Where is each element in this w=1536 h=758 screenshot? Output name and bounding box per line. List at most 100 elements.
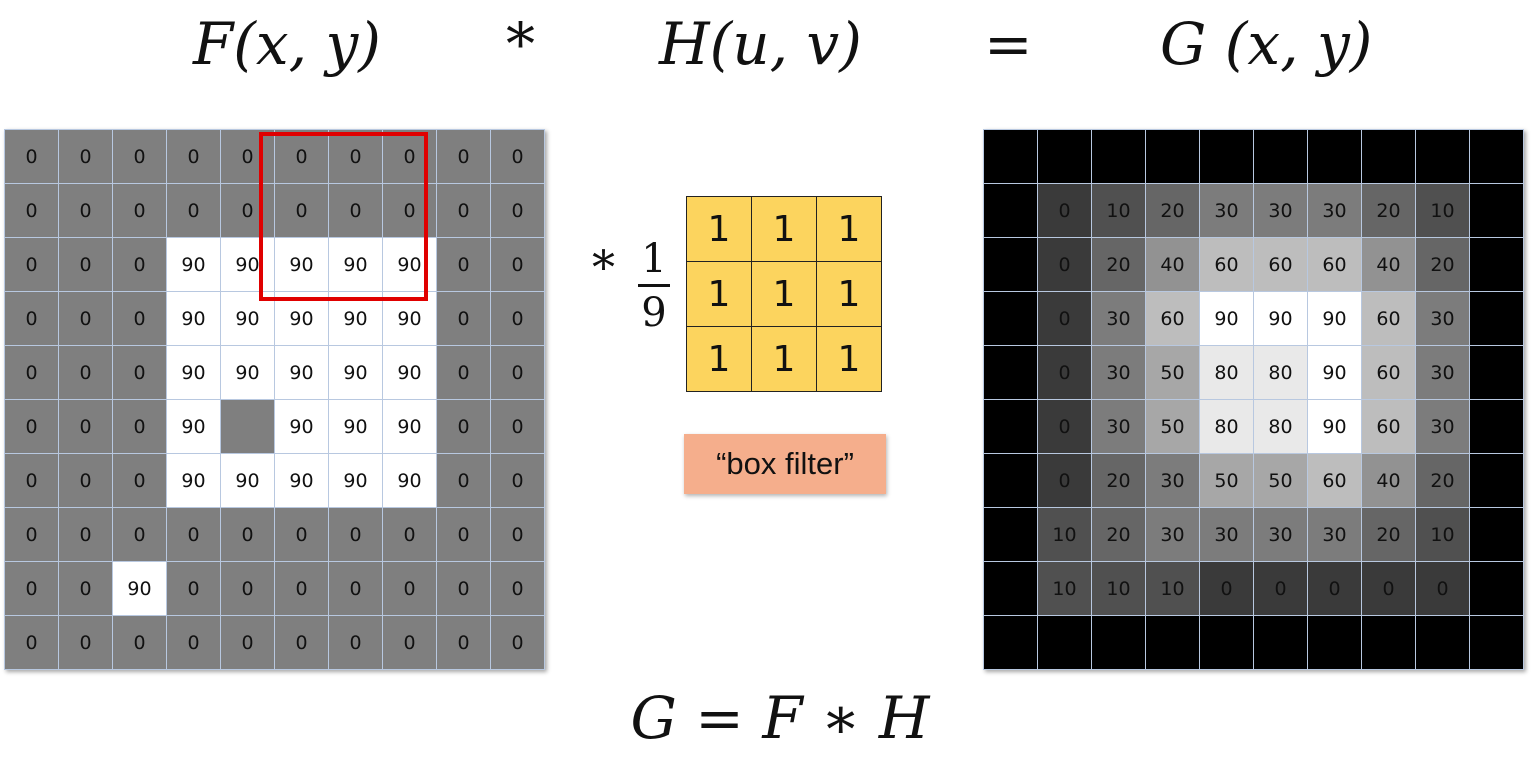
grid-cell xyxy=(221,400,275,454)
grid-cell: 0 xyxy=(1308,562,1362,616)
grid-cell: 0 xyxy=(113,238,167,292)
grid-cell: 90 xyxy=(221,454,275,508)
grid-cell: 30 xyxy=(1416,400,1470,454)
kernel-cell: 1 xyxy=(752,262,817,327)
grid-cell: 90 xyxy=(221,292,275,346)
grid-cell: 30 xyxy=(1092,400,1146,454)
grid-cell: 0 xyxy=(5,562,59,616)
grid-cell: 0 xyxy=(5,454,59,508)
grid-cell: 90 xyxy=(329,454,383,508)
grid-cell: 80 xyxy=(1200,346,1254,400)
grid-cell xyxy=(1470,130,1524,184)
grid-cell: 90 xyxy=(383,454,437,508)
grid-cell: 0 xyxy=(329,616,383,670)
grid-cell: 0 xyxy=(437,616,491,670)
grid-cell xyxy=(1092,130,1146,184)
grid-cell: 0 xyxy=(329,184,383,238)
grid-cell xyxy=(1470,292,1524,346)
grid-cell: 40 xyxy=(1362,238,1416,292)
grid-cell: 0 xyxy=(491,400,545,454)
grid-cell xyxy=(1038,616,1092,670)
grid-cell: 80 xyxy=(1254,400,1308,454)
grid-cell: 60 xyxy=(1200,238,1254,292)
grid-cell: 0 xyxy=(221,562,275,616)
grid-cell: 0 xyxy=(275,508,329,562)
grid-cell: 0 xyxy=(383,184,437,238)
grid-cell: 20 xyxy=(1416,454,1470,508)
grid-cell: 0 xyxy=(275,184,329,238)
grid-cell: 60 xyxy=(1146,292,1200,346)
grid-cell: 0 xyxy=(491,292,545,346)
grid-cell: 0 xyxy=(59,562,113,616)
grid-cell: 0 xyxy=(59,238,113,292)
grid-cell: 0 xyxy=(275,562,329,616)
grid-cell: 30 xyxy=(1092,346,1146,400)
grid-cell: 0 xyxy=(1038,454,1092,508)
kernel-cell: 1 xyxy=(687,327,752,392)
grid-cell: 30 xyxy=(1416,346,1470,400)
grid-cell: 60 xyxy=(1308,454,1362,508)
grid-cell: 0 xyxy=(59,400,113,454)
grid-cell: 0 xyxy=(329,508,383,562)
grid-cell: 50 xyxy=(1146,400,1200,454)
grid-cell: 0 xyxy=(59,184,113,238)
convolution-formula: G = F ∗ H xyxy=(630,684,930,752)
grid-cell: 90 xyxy=(1254,292,1308,346)
grid-cell xyxy=(1416,130,1470,184)
grid-cell: 0 xyxy=(491,346,545,400)
grid-cell: 0 xyxy=(1038,346,1092,400)
grid-cell: 0 xyxy=(1038,400,1092,454)
grid-cell: 0 xyxy=(221,130,275,184)
kernel-cell: 1 xyxy=(817,197,882,262)
grid-cell xyxy=(984,562,1038,616)
grid-cell xyxy=(1092,616,1146,670)
kernel-scale-denominator: 9 xyxy=(641,290,667,336)
grid-cell: 0 xyxy=(113,508,167,562)
grid-cell: 0 xyxy=(329,130,383,184)
grid-cell: 0 xyxy=(113,454,167,508)
grid-cell: 60 xyxy=(1362,400,1416,454)
grid-cell: 60 xyxy=(1254,238,1308,292)
grid-cell: 90 xyxy=(113,562,167,616)
grid-cell xyxy=(1308,130,1362,184)
grid-cell: 0 xyxy=(1254,562,1308,616)
grid-cell: 0 xyxy=(275,616,329,670)
grid-cell: 0 xyxy=(5,616,59,670)
grid-cell xyxy=(1146,616,1200,670)
grid-cell xyxy=(1362,130,1416,184)
grid-cell: 30 xyxy=(1308,508,1362,562)
grid-cell: 0 xyxy=(113,292,167,346)
grid-cell: 90 xyxy=(1308,292,1362,346)
grid-cell xyxy=(984,292,1038,346)
equation-output: G (x, y) xyxy=(1160,10,1373,78)
grid-cell: 80 xyxy=(1200,400,1254,454)
grid-cell: 90 xyxy=(383,400,437,454)
grid-cell: 0 xyxy=(1038,238,1092,292)
grid-cell: 90 xyxy=(1200,292,1254,346)
grid-cell: 0 xyxy=(5,508,59,562)
grid-cell: 0 xyxy=(221,508,275,562)
grid-cell xyxy=(1362,616,1416,670)
kernel-cell: 1 xyxy=(752,197,817,262)
grid-cell: 0 xyxy=(113,184,167,238)
grid-cell: 40 xyxy=(1146,238,1200,292)
grid-cell: 30 xyxy=(1308,184,1362,238)
grid-cell: 90 xyxy=(329,400,383,454)
grid-cell: 0 xyxy=(383,616,437,670)
grid-cell: 30 xyxy=(1254,184,1308,238)
kernel-cell: 1 xyxy=(817,327,882,392)
grid-cell: 30 xyxy=(1200,184,1254,238)
grid-cell: 90 xyxy=(1308,346,1362,400)
grid-cell: 0 xyxy=(491,238,545,292)
grid-cell xyxy=(1416,616,1470,670)
grid-cell: 0 xyxy=(59,292,113,346)
grid-cell: 0 xyxy=(491,616,545,670)
grid-cell xyxy=(1470,616,1524,670)
grid-cell: 90 xyxy=(329,292,383,346)
grid-cell: 0 xyxy=(1038,184,1092,238)
kernel-cell: 1 xyxy=(817,262,882,327)
grid-cell: 90 xyxy=(167,454,221,508)
grid-cell: 20 xyxy=(1092,508,1146,562)
